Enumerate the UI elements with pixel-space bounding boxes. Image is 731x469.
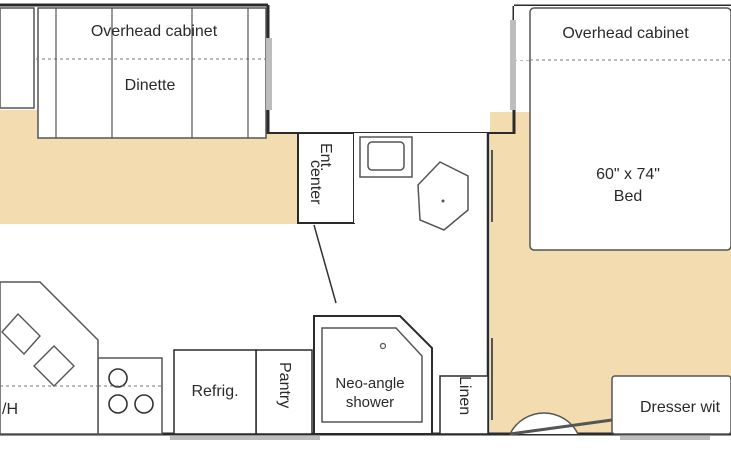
left-top-fixture	[0, 7, 35, 109]
window-bottom-2	[620, 436, 710, 440]
burner-2	[108, 394, 128, 414]
entry-step	[509, 418, 613, 436]
toilet-dot	[441, 199, 445, 203]
window-bedroom	[510, 20, 516, 110]
bed-label: Bed	[613, 188, 643, 205]
overhead-cabinet-left-label: Overhead cabinet	[90, 23, 218, 40]
stove-box	[97, 357, 163, 435]
floor-left-top	[0, 110, 40, 134]
burner-3	[134, 394, 154, 414]
linen-box	[439, 375, 489, 435]
water-heater-label: /H	[2, 401, 18, 418]
refrig-label: Refrig.	[191, 383, 239, 400]
dinette-block	[37, 7, 267, 139]
linen-label: Linen	[456, 376, 473, 416]
shower-inner	[321, 327, 423, 423]
dinette-label: Dinette	[124, 77, 176, 94]
kitchen-sink-2	[33, 345, 75, 387]
refrig-box	[173, 349, 257, 435]
shower-drain	[379, 342, 387, 350]
dresser-box	[611, 375, 731, 435]
kitchen-sink-1	[1, 312, 41, 356]
bed-size-label: 60" x 74"	[596, 166, 660, 183]
ent-center-box	[297, 132, 355, 224]
burner-1	[108, 368, 128, 388]
window-dinette	[266, 38, 272, 110]
overhead-cabinet-right-label: Overhead cabinet	[562, 25, 689, 42]
sink-basin	[367, 141, 405, 171]
bath-door-curve	[313, 224, 337, 304]
toilet	[417, 161, 469, 231]
dresser-label: Dresser wit	[640, 399, 721, 416]
ent-label-2: center	[307, 160, 324, 205]
floor-living-strip	[0, 132, 300, 224]
shower-label-2: shower	[345, 394, 395, 411]
pantry-box	[255, 349, 313, 435]
window-bottom-1	[170, 436, 320, 440]
pantry-label: Pantry	[276, 362, 293, 409]
shower-label-1: Neo-angle	[335, 375, 405, 392]
bed-box	[529, 7, 731, 251]
